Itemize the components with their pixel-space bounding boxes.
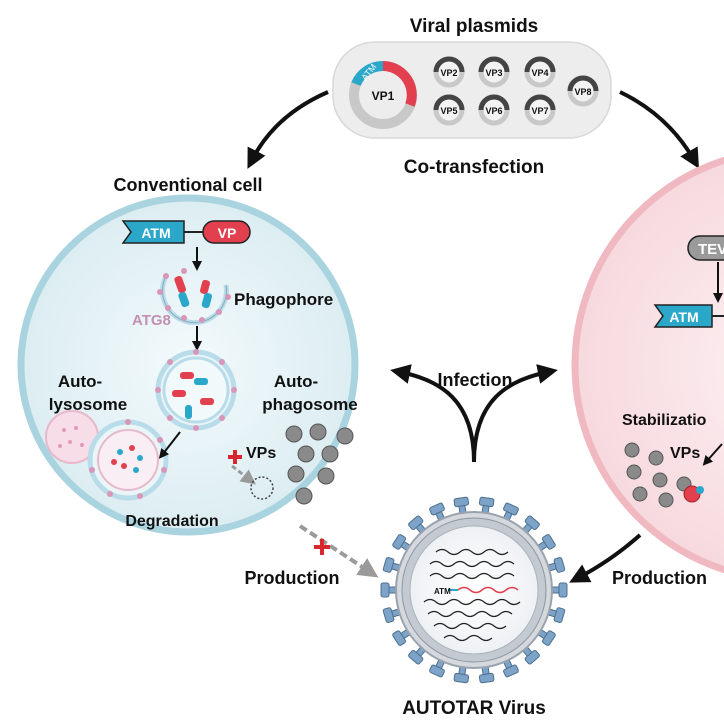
vp5-plasmid: VP5 xyxy=(433,94,465,126)
arrow-stabilization-to-vps xyxy=(702,443,723,466)
degradation-label: Degradation xyxy=(125,513,218,530)
stabilized-vp-complex xyxy=(683,485,704,503)
vp2-plasmid: VP2 xyxy=(433,56,465,88)
phagophore-label: Phagophore xyxy=(234,290,333,309)
inhibit-mark-vps xyxy=(228,450,242,464)
virus-genome xyxy=(423,548,521,642)
svg-text:VP6: VP6 xyxy=(485,106,502,116)
atm-label: ATM xyxy=(141,225,170,241)
svg-text:VP4: VP4 xyxy=(531,68,548,78)
conventional-cell-title: Conventional cell xyxy=(113,175,262,195)
vp-gene-segment xyxy=(457,586,519,594)
right-cell xyxy=(571,156,724,574)
svg-text:VP5: VP5 xyxy=(440,106,457,116)
blocked-vp-arrow xyxy=(231,464,256,485)
svg-text:VP7: VP7 xyxy=(531,106,548,116)
tev-label: TEV xyxy=(698,241,724,258)
vp1-plasmid: ATM VP1 xyxy=(349,60,417,129)
autolysosome xyxy=(45,410,169,501)
virus-atm-label: ATM xyxy=(434,587,451,596)
phagophore xyxy=(157,268,231,326)
vp-label: VP xyxy=(218,225,237,241)
vp3-plasmid: VP3 xyxy=(478,56,510,88)
infection-arrow-left xyxy=(390,364,476,463)
autophagosome xyxy=(155,349,237,431)
vp8-plasmid: VP8 xyxy=(567,75,599,107)
autolysosome-label-2: lysosome xyxy=(49,395,127,414)
tev-construct: TEV xyxy=(687,235,724,261)
atg8-label: ATG8 xyxy=(132,312,171,329)
vp4-plasmid: VP4 xyxy=(524,56,556,88)
production-label-left: Production xyxy=(245,568,340,588)
vp6-plasmid: VP6 xyxy=(478,94,510,126)
production-arrow-right xyxy=(569,533,642,583)
vp-particles-left xyxy=(285,423,354,505)
blocked-production-arrow xyxy=(298,524,379,578)
svg-text:VP8: VP8 xyxy=(574,87,591,97)
virus-spike xyxy=(392,626,415,646)
plasmids-title: Viral plasmids xyxy=(410,16,539,37)
inhibit-mark-production xyxy=(314,539,330,555)
svg-text:VP2: VP2 xyxy=(440,68,457,78)
autolysosome-label-1: Auto- xyxy=(58,372,102,391)
infection-arrow-right xyxy=(472,364,558,463)
stabilization-label: Stabilizatio xyxy=(622,412,707,429)
virus-spike xyxy=(547,582,568,598)
vps-label-left: VPs xyxy=(246,445,276,462)
vp1-label: VP1 xyxy=(372,89,395,103)
arrow-to-right-cell xyxy=(619,90,700,169)
autophagosome-label-1: Auto- xyxy=(274,372,318,391)
autophagosome-label-2: phagosome xyxy=(262,395,357,414)
production-label-right: Production xyxy=(612,568,707,588)
empty-vp-outline xyxy=(250,476,274,500)
vps-label-right: VPs xyxy=(670,445,700,462)
vp7-plasmid: VP7 xyxy=(524,94,556,126)
arrow-to-conventional-cell xyxy=(247,90,329,169)
atm-label-right: ATM xyxy=(669,309,698,325)
virus-spike xyxy=(478,662,495,684)
atm-vp-construct: ATM VP xyxy=(121,220,251,244)
virus-title: AUTOTAR Virus xyxy=(402,698,546,719)
atm-construct-right: ATM xyxy=(653,304,724,328)
virus-spike xyxy=(533,626,556,646)
svg-text:VP3: VP3 xyxy=(485,68,502,78)
cotransfection-label: Co-transfection xyxy=(404,157,544,178)
arrow-autophagosome-to-autolysosome xyxy=(158,431,181,459)
autotar-virus: ATM xyxy=(380,496,568,684)
infection-label: Infection xyxy=(438,370,513,390)
